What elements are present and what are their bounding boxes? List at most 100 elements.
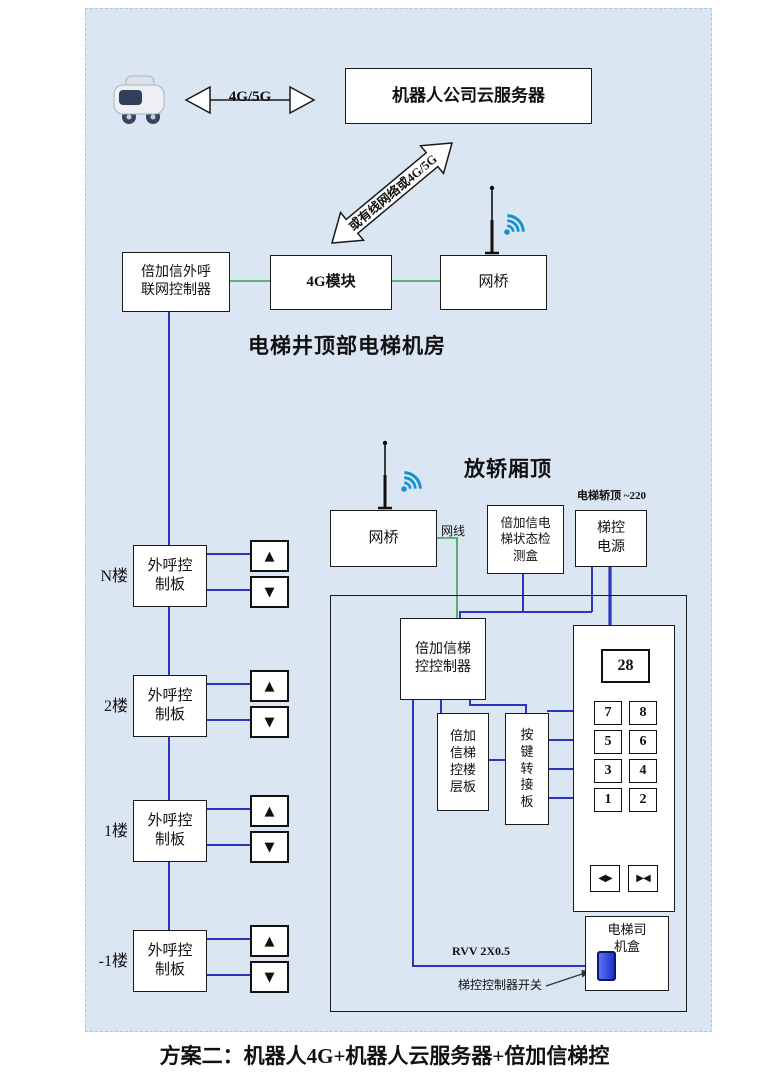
network-cables — [228, 280, 458, 618]
link-arrow-4g5g — [184, 85, 316, 115]
panel-button-6: 6 — [629, 730, 657, 754]
bridge-label-machine-room: 网桥 — [478, 273, 509, 290]
module-4g-label: 4G模块 — [306, 273, 356, 290]
elevator-controller-box: 倍加信梯 控控制器 — [400, 618, 486, 700]
module-4g-box: 4G模块 — [270, 255, 392, 310]
hall-up-button-1: ▲ — [250, 795, 289, 827]
hall-down-button-1: ▼ — [250, 831, 289, 863]
button-adapter-line5: 板 — [520, 794, 534, 810]
controller-switch-icon — [597, 951, 616, 981]
control-power-line1: 梯控 — [597, 521, 625, 537]
elevator-controller-line2: 控控制器 — [415, 660, 471, 675]
panel-button-5: 5 — [594, 730, 622, 754]
door-close-icon: ▶◀ — [636, 873, 650, 884]
driver-box-line2: 机盒 — [613, 938, 640, 954]
panel-button-3-label: 3 — [604, 762, 612, 778]
floor-display: 28 — [601, 649, 650, 683]
door-open-icon: ◀▶ — [598, 873, 612, 884]
bridge-box-car-top: 网桥 — [330, 510, 437, 567]
power-note-label: 电梯轿顶 ~220 — [577, 490, 646, 502]
panel-button-1-label: 1 — [604, 791, 612, 807]
hall-up-button-minus1: ▲ — [250, 925, 289, 957]
hall-call-board-1-line1: 外呼控 — [147, 812, 193, 829]
status-detect-line1: 倍加信电 — [500, 516, 551, 531]
hall-down-button-minus1: ▼ — [250, 961, 289, 993]
hall-call-board-n: 外呼控 制板 — [133, 545, 207, 607]
down-arrow-icon: ▼ — [264, 584, 275, 600]
floor-label-minus1: -1楼 — [98, 953, 128, 970]
floor-label-2: 2楼 — [103, 698, 128, 715]
hall-call-board-1: 外呼控 制板 — [133, 800, 207, 862]
controller-switch-label: 梯控控制器开关 — [458, 978, 543, 992]
panel-button-2: 2 — [629, 788, 657, 812]
hall-call-board-minus1-line2: 制板 — [154, 962, 185, 978]
wifi-icon-car-top — [401, 471, 422, 492]
floor-label-1: 1楼 — [103, 823, 128, 840]
control-power-line2: 电源 — [597, 539, 625, 555]
hall-call-board-minus1-line1: 外呼控 — [147, 942, 193, 959]
hall-down-button-n: ▼ — [250, 576, 289, 608]
button-adapter-box: 按 键 转 接 板 — [505, 713, 549, 825]
floor-board-line2: 信梯 — [449, 745, 476, 761]
up-arrow-icon: ▲ — [264, 548, 275, 564]
hall-up-button-n: ▲ — [250, 540, 289, 572]
hall-call-board-2-line2: 制板 — [154, 707, 185, 723]
panel-button-1: 1 — [594, 788, 622, 812]
diagonal-link-arrow — [330, 142, 454, 244]
floor-board-box: 倍加 信梯 控楼 层板 — [437, 713, 489, 811]
machine-room-area-label: 电梯井顶部电梯机房 — [248, 334, 446, 358]
driver-box: 电梯司 机盒 — [585, 916, 669, 991]
antenna-icon-car-top — [378, 440, 392, 510]
panel-button-5-label: 5 — [604, 733, 612, 749]
panel-button-4: 4 — [629, 759, 657, 783]
status-detect-box: 倍加信电 梯状态检 测盒 — [487, 505, 564, 574]
hall-down-button-2: ▼ — [250, 706, 289, 738]
button-adapter-line1: 按 — [520, 726, 534, 742]
door-open-button: ◀▶ — [590, 865, 620, 892]
floor-board-line1: 倍加 — [449, 728, 476, 744]
panel-button-6-label: 6 — [639, 733, 647, 749]
hall-call-board-1-line2: 制板 — [154, 832, 185, 848]
car-top-area-label: 放轿厢顶 — [464, 457, 552, 481]
rvv-cable-label: RVV 2X0.5 — [452, 944, 511, 958]
panel-button-7: 7 — [594, 701, 622, 725]
down-arrow-icon: ▼ — [264, 969, 275, 985]
up-arrow-icon: ▲ — [264, 678, 275, 694]
elevator-controller-line1: 倍加信梯 — [415, 641, 471, 657]
down-arrow-icon: ▼ — [264, 839, 275, 855]
call-network-controller-line1: 倍加信外呼 — [141, 264, 211, 280]
up-arrow-icon: ▲ — [264, 803, 275, 819]
panel-button-2-label: 2 — [639, 791, 647, 807]
floor-board-line3: 控楼 — [449, 762, 476, 777]
floor-board-line4: 层板 — [449, 778, 476, 794]
floor-display-value: 28 — [617, 656, 634, 674]
call-network-controller-line2: 联网控制器 — [141, 283, 211, 298]
panel-button-3: 3 — [594, 759, 622, 783]
down-arrow-icon: ▼ — [264, 714, 275, 730]
hall-call-board-n-line2: 制板 — [154, 577, 185, 593]
button-adapter-line3: 转 — [520, 760, 534, 776]
hall-call-board-2-line1: 外呼控 — [147, 687, 193, 704]
antenna-icon-machine-room — [485, 185, 499, 255]
cloud-server-box: 机器人公司云服务器 — [345, 68, 592, 124]
control-power-box: 梯控 电源 — [575, 510, 647, 567]
door-close-button: ▶◀ — [628, 865, 658, 892]
status-detect-line2: 梯状态检 — [500, 532, 551, 547]
panel-button-4-label: 4 — [639, 762, 647, 778]
hall-call-board-2: 外呼控 制板 — [133, 675, 207, 737]
wifi-icon-machine-room — [504, 214, 525, 235]
car-operating-panel: 28 7 8 5 6 3 4 1 2 ◀▶ ▶◀ — [573, 625, 675, 912]
bridge-box-machine-room: 网桥 — [440, 255, 547, 310]
hall-call-board-minus1: 外呼控 制板 — [133, 930, 207, 992]
button-adapter-line4: 接 — [520, 777, 534, 793]
car-equipment-enclosure — [330, 595, 687, 1012]
panel-button-8-label: 8 — [639, 704, 647, 720]
robot-icon — [113, 75, 165, 124]
button-adapter-line2: 键 — [520, 743, 534, 759]
floor-label-n: N楼 — [100, 568, 128, 585]
panel-button-8: 8 — [629, 701, 657, 725]
hall-call-board-n-line1: 外呼控 — [147, 557, 193, 574]
call-network-controller-box: 倍加信外呼 联网控制器 — [122, 252, 230, 312]
net-cable-label: 网线 — [441, 524, 466, 538]
